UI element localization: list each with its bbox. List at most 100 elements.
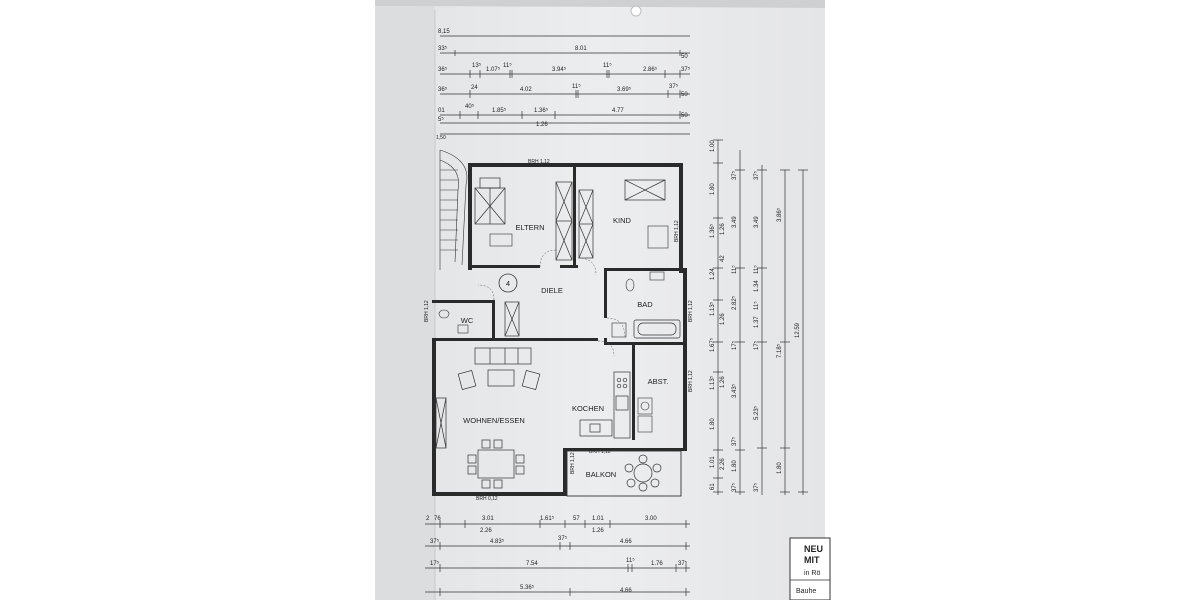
armchairs (457, 369, 541, 390)
brh-label: BRH 0,12 (476, 496, 498, 502)
dim-text: 17⁵ (731, 340, 738, 350)
dim-text: 3.86⁵ (776, 207, 783, 222)
dim-text: 2.26 (720, 458, 726, 470)
right-dimension-lines (713, 139, 808, 495)
dim-text: 17⁵ (753, 340, 760, 350)
dim-text: 76 (434, 516, 441, 522)
room-label-wc: WC (461, 316, 474, 325)
dim-text: 33⁵ (438, 45, 448, 52)
brh-label: BRH 1,12 (688, 370, 694, 392)
dim-text: 1.26 (720, 313, 726, 325)
dim-text: 5.36⁵ (520, 584, 535, 591)
sofa (474, 347, 532, 365)
tv-cabinet (435, 397, 447, 449)
dim-text: 4.02 (520, 87, 532, 93)
dim-text: 1.36⁵ (534, 107, 549, 114)
dim-text: 37⁵ (753, 482, 760, 492)
dim-text: 50 (681, 54, 688, 60)
dim-text: 24 (471, 85, 478, 91)
kitchen-counter (579, 371, 631, 439)
dim-text: 11⁵ (753, 301, 760, 310)
punch-hole-icon (630, 5, 642, 17)
dim-text: 3.49 (754, 216, 760, 228)
right-dimension-texts: 1.00 1.80 1.36⁵ 1.24 1.13⁵ 1.67⁵ 1.13⁵ 1… (709, 140, 801, 492)
dim-text: 37⁵ (731, 482, 738, 492)
title-line-1: NEU (804, 544, 823, 554)
dim-text: 3.43⁵ (731, 383, 738, 398)
title-line-3: in Rö (804, 570, 820, 577)
paper-top-edge (375, 0, 825, 8)
title-block: NEU MIT in Rö Bauhe (789, 537, 831, 600)
desk-eltern (489, 233, 513, 247)
room-label-wohnen-essen: WOHNEN/ESSEN (463, 416, 525, 425)
dim-text: 4.66 (620, 539, 632, 545)
shower-tray (611, 322, 627, 338)
dim-text: 1.26 (720, 223, 726, 235)
toilet-wc-icon (438, 309, 450, 319)
dim-text: 12.59 (795, 322, 801, 338)
bottom-dimension-texts: 2 76 3.01 1.61⁵ 57 1.01 3.00 2.26 1.26 3… (426, 515, 688, 594)
dim-text: 2.86⁵ (643, 66, 658, 73)
wardrobe-eltern (555, 181, 573, 261)
washer-drum-icon (640, 401, 650, 411)
dim-text: 50 (681, 113, 688, 119)
dim-text: 1.80 (777, 462, 783, 474)
dim-text: 11⁵ (603, 62, 612, 69)
exterior-walls (432, 163, 687, 496)
bottom-dimension-lines (425, 520, 690, 596)
dim-text: 4.83⁵ (490, 538, 505, 545)
room-label-bad: BAD (637, 300, 653, 309)
dim-text: 3.49 (732, 216, 738, 228)
dim-text: 2 (426, 516, 430, 522)
dim-text: 1.85⁵ (492, 107, 507, 114)
dim-text: 61 (710, 483, 716, 490)
room-label-balkon: BALKON (586, 470, 616, 479)
dim-text: 8,15 (438, 29, 450, 35)
washing-machine (637, 397, 653, 415)
brh-label: BRH 1,12 (570, 452, 576, 474)
dim-text: 1.36⁵ (709, 223, 716, 238)
dim-text: 37⁵ (731, 170, 738, 180)
brh-label: BRH 1,12 (528, 159, 550, 165)
dim-text: 37⁵ (678, 560, 688, 567)
dim-text: 01 (438, 108, 445, 114)
dim-text: 36⁵ (438, 86, 448, 93)
dim-text: 1.01 (710, 456, 716, 468)
dim-text: 1.61⁵ (540, 515, 555, 522)
dim-text: 1.01 (592, 516, 604, 522)
apartment-number-circle (498, 273, 518, 293)
dim-text: 11⁵ (503, 62, 512, 69)
dim-text: 1.76 (651, 561, 663, 567)
stair-label: 1,50 (436, 135, 446, 141)
dim-text: 57 (573, 516, 580, 522)
brh-label: BRH 1,12 (688, 300, 694, 322)
dim-text: 40⁵ (465, 103, 475, 110)
paper-fold-strip (375, 0, 435, 600)
balcony-table (624, 454, 662, 492)
dim-text: 1.67⁵ (709, 337, 716, 352)
wardrobe-diele (504, 301, 520, 337)
dim-text: 1.37 (754, 316, 760, 328)
kind-bed (624, 179, 666, 201)
dim-text: 8.01 (575, 46, 587, 52)
dim-text: 37⁵ (753, 170, 760, 180)
dim-text: 37⁵ (430, 538, 440, 545)
dim-text: 3.94⁵ (552, 66, 567, 73)
floor-plan: 1,50 ELTERN (424, 135, 694, 502)
dim-text: 11⁵ (731, 265, 738, 274)
dim-text: 36⁵ (438, 66, 448, 73)
dryer (637, 415, 653, 433)
dim-text: 1.80 (710, 183, 716, 195)
brh-label: BRH 1,12 (589, 449, 611, 455)
room-label-abst: ABST. (648, 377, 669, 386)
wardrobe-kind (578, 189, 594, 259)
dim-text: 1.13⁵ (709, 375, 716, 390)
dim-text: 1.24 (710, 268, 716, 280)
room-label-diele: DIELE (541, 286, 563, 295)
dim-text: 1.80 (710, 418, 716, 430)
dim-text: 3.01 (482, 516, 494, 522)
dining-table (467, 439, 525, 489)
sink-wc (457, 324, 469, 334)
room-label-kind: KIND (613, 216, 632, 225)
